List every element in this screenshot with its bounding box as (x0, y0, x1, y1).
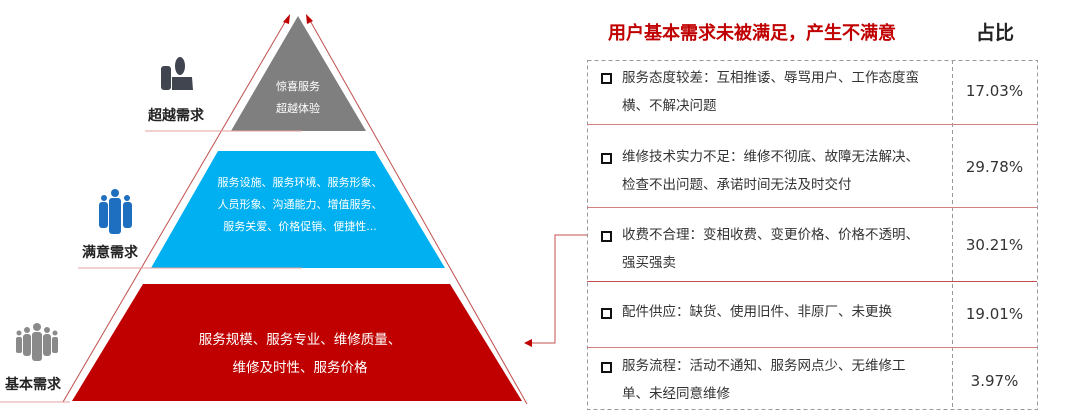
row-description: 收费不合理：变相收费、变更价格、价格不透明、强买强卖 (622, 227, 919, 271)
row-description: 服务态度较差：互相推诿、辱骂用户、工作态度蛮横、不解决问题 (622, 70, 919, 114)
pyramid-bottom-tier (72, 284, 522, 401)
checkbox-icon (601, 153, 612, 164)
bottom-tier-text: 服务规模、服务专业、维修质量、 维修及时性、服务价格 (180, 326, 420, 382)
checkbox-icon (601, 362, 612, 373)
row-description: 配件供应：缺货、使用旧件、非原厂、未更换 (622, 304, 892, 320)
level-label-basic: 基本需求 (5, 377, 61, 393)
table-row: 配件供应：缺货、使用旧件、非原厂、未更换 19.01% (587, 281, 1037, 347)
arrow-head-right (306, 14, 313, 24)
tier-line: 服务规模、服务专业、维修质量、 (198, 332, 402, 348)
row-description: 维修技术实力不足：维修不彻底、故障无法解决、检查不出问题、承诺时间无法及时交付 (622, 149, 919, 193)
table-row: 收费不合理：变相收费、变更价格、价格不透明、强买强卖 30.21% (587, 207, 1037, 281)
ratio-header: 占比 (976, 22, 1015, 44)
connector-arrow-head (524, 339, 532, 347)
row-description: 服务流程：活动不通知、服务网点少、无维修工单、未经同意维修 (622, 358, 906, 402)
checkbox-icon (601, 231, 612, 242)
tier-line: 服务设施、服务环境、服务形象、 (217, 176, 383, 189)
row-percentage: 17.03% (965, 82, 1024, 100)
row-percentage: 3.97% (970, 372, 1019, 390)
tier-line: 维修及时性、服务价格 (232, 360, 368, 376)
tier-line: 服务关爱、价格促销、便捷性... (223, 220, 377, 233)
row-percentage: 29.78% (965, 158, 1024, 176)
tier-line: 惊喜服务 (276, 80, 320, 93)
checkbox-icon (601, 308, 612, 319)
top-tier-text: 惊喜服务 超越体验 (248, 76, 348, 120)
connector-line (530, 234, 587, 344)
table-row: 服务流程：活动不通知、服务网点少、无维修工单、未经同意维修 3.97% (587, 347, 1037, 410)
row-percentage: 30.21% (965, 236, 1024, 254)
tier-line: 超越体验 (276, 102, 320, 115)
outer-right-arrow-line (307, 16, 528, 405)
crowd-icon (16, 323, 58, 361)
level-label-satisfy: 满意需求 (82, 245, 138, 261)
outer-left-arrow-line (62, 16, 289, 403)
checkbox-icon (601, 73, 612, 84)
row-percentage: 19.01% (965, 305, 1024, 323)
table-row: 服务态度较差：互相推诿、辱骂用户、工作态度蛮横、不解决问题 17.03% (587, 60, 1037, 124)
arrow-head-left (283, 14, 290, 24)
table-grid (587, 60, 1038, 410)
level-label-exceed: 超越需求 (148, 108, 204, 124)
table-row: 维修技术实力不足：维修不彻底、故障无法解决、检查不出问题、承诺时间无法及时交付 … (587, 124, 1037, 207)
thumbs-up-person-icon (161, 57, 193, 90)
middle-tier-text: 服务设施、服务环境、服务形象、 人员形象、沟通能力、增值服务、 服务关爱、价格促… (200, 172, 400, 238)
business-team-icon (99, 189, 132, 234)
pyramid-middle-tier (151, 151, 445, 268)
tier-line: 人员形象、沟通能力、增值服务、 (217, 198, 383, 211)
pyramid-top-tier (231, 16, 366, 131)
table-title: 用户基本需求未被满足，产生不满意 (608, 23, 896, 44)
